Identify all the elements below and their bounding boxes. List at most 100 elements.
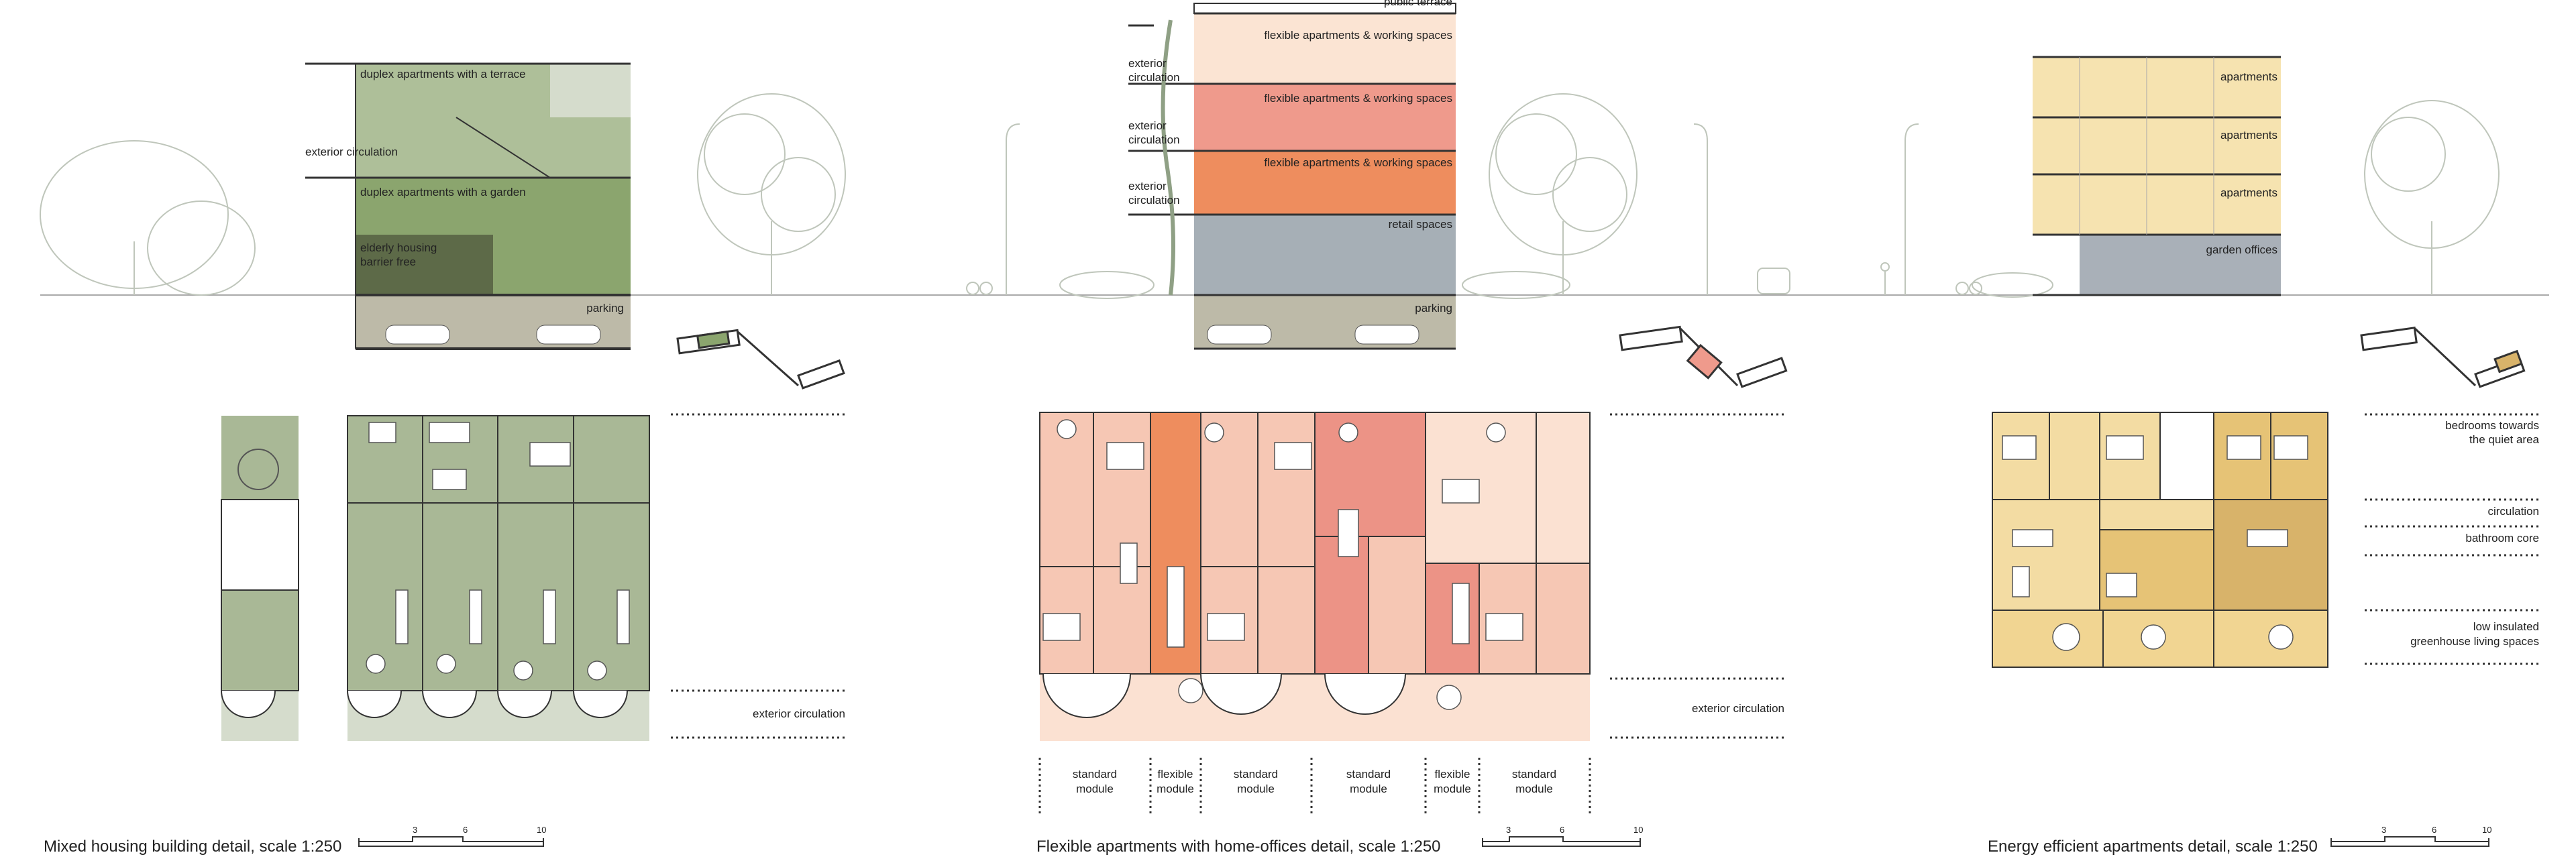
label-garden-offices: garden offices	[2206, 243, 2277, 256]
label-bathroom-core: bathroom core	[2465, 532, 2539, 544]
furniture	[366, 422, 630, 681]
leader-lines	[671, 413, 845, 739]
level-3-block	[1194, 13, 1456, 84]
panel-energy-efficient: apartments apartments apartments garden …	[1988, 56, 2540, 856]
furniture	[2002, 435, 2308, 651]
car-front-icon	[1757, 268, 1790, 294]
scale-bar	[1482, 836, 1641, 847]
panel-flexible-apartments: public terrace flexible apartments & wor…	[1036, 0, 1788, 856]
garden-offices-block	[2080, 235, 2281, 295]
car-icon	[385, 325, 450, 345]
label-parking: parking	[1415, 302, 1452, 314]
label-exterior-3a: exterior	[1128, 57, 1167, 70]
stair-line	[455, 117, 551, 178]
label-low-insulated-1: low insulated	[2473, 620, 2539, 633]
front-doors	[1042, 673, 1406, 718]
street-lamp-icon	[1693, 123, 1708, 295]
tree-icon	[2364, 100, 2500, 295]
label-public-terrace: public terrace	[1384, 0, 1452, 8]
car-icon	[1354, 325, 1419, 345]
scale-bar	[358, 836, 544, 847]
bush-icon	[1059, 271, 1155, 299]
front-doors	[347, 690, 628, 718]
label-parking: parking	[586, 302, 624, 314]
table-icon	[237, 449, 279, 490]
climbing-plant	[1161, 19, 1175, 296]
label-level-3: flexible apartments & working spaces	[1264, 29, 1452, 42]
label-exterior-2b: circulation	[1128, 133, 1180, 146]
scale-3: 3	[2381, 825, 2386, 835]
scale-bar	[2330, 836, 2489, 847]
label-level-2: flexible apartments & working spaces	[1264, 92, 1452, 105]
module-label: module	[1350, 783, 1387, 795]
label-exterior-2a: exterior	[1128, 119, 1167, 132]
label-elderly-2: barrier free	[360, 255, 416, 268]
module-label: module	[1237, 783, 1275, 795]
label-retail: retail spaces	[1389, 218, 1452, 231]
module-label: standard	[1346, 768, 1391, 781]
module-label: standard	[1512, 768, 1556, 781]
label-low-insulated-2: greenhouse living spaces	[2410, 635, 2539, 648]
level-2-block	[1194, 84, 1456, 151]
label-exterior-circulation: exterior circulation	[753, 707, 845, 720]
panel-title: Flexible apartments with home-offices de…	[1036, 838, 1441, 856]
bush-icon	[1972, 272, 2053, 298]
label-bedrooms-1: bedrooms towards	[2445, 419, 2539, 432]
module-labels: standard module flexible module standard…	[1073, 768, 1556, 795]
car-icon	[536, 325, 601, 345]
label-apartments-2: apartments	[2220, 129, 2277, 141]
module-label: flexible	[1158, 768, 1193, 781]
terrace-area	[550, 64, 631, 117]
label-apartments-3: apartments	[2220, 70, 2277, 83]
tree-icon	[40, 140, 256, 296]
label-exterior: exterior circulation	[305, 146, 398, 158]
retail-block	[1194, 215, 1456, 295]
label-exterior-3b: circulation	[1128, 71, 1180, 84]
module-label: module	[1076, 783, 1114, 795]
street-lamp-icon	[1904, 123, 1919, 295]
street-lamp-icon	[1006, 123, 1020, 295]
scale-10: 10	[1633, 825, 1643, 835]
module-label: standard	[1234, 768, 1278, 781]
level-1-block	[1194, 151, 1456, 215]
label-bedrooms-2: the quiet area	[2469, 433, 2540, 446]
panel-title: Energy efficient apartments detail, scal…	[1988, 838, 2318, 856]
scale-6: 6	[2432, 825, 2436, 835]
label-apartments-1: apartments	[2220, 186, 2277, 199]
label-level-1: flexible apartments & working spaces	[1264, 156, 1452, 169]
leader-lines	[1038, 413, 1784, 815]
label-exterior-1a: exterior	[1128, 180, 1167, 192]
label-duplex-garden: duplex apartments with a garden	[360, 186, 526, 198]
label-elderly-1: elderly housing	[360, 241, 437, 254]
label-duplex-terrace: duplex apartments with a terrace	[360, 68, 526, 80]
module-label: standard	[1073, 768, 1117, 781]
module-label: module	[1157, 783, 1194, 795]
tree-icon	[697, 93, 846, 295]
bathroom-core	[2099, 529, 2214, 611]
public-terrace-rail	[1193, 3, 1456, 14]
module-label: module	[1434, 783, 1471, 795]
label-circulation: circulation	[2487, 505, 2539, 518]
module-label: module	[1515, 783, 1553, 795]
bicycle-icon	[1955, 282, 1969, 295]
label-exterior-circulation: exterior circulation	[1692, 702, 1784, 715]
module-label: flexible	[1435, 768, 1470, 781]
leader-lines	[2365, 413, 2539, 665]
bicycle-icon	[966, 282, 979, 295]
bush-icon	[1462, 271, 1570, 299]
scale-10: 10	[2482, 825, 2491, 835]
label-exterior-1b: circulation	[1128, 194, 1180, 207]
car-icon	[1207, 325, 1272, 345]
furniture	[1042, 419, 1523, 710]
scale-3: 3	[1506, 825, 1511, 835]
panel-mixed-housing: duplex apartments with a terrace exterio…	[44, 62, 845, 856]
key-plan	[1619, 325, 1788, 388]
scale-6: 6	[1560, 825, 1564, 835]
scale-3: 3	[413, 825, 417, 835]
landscape-elements	[40, 93, 2500, 299]
scale-6: 6	[463, 825, 468, 835]
key-plan	[2360, 327, 2526, 388]
elderly-housing-block	[356, 235, 493, 295]
tree-icon	[1489, 93, 1638, 295]
